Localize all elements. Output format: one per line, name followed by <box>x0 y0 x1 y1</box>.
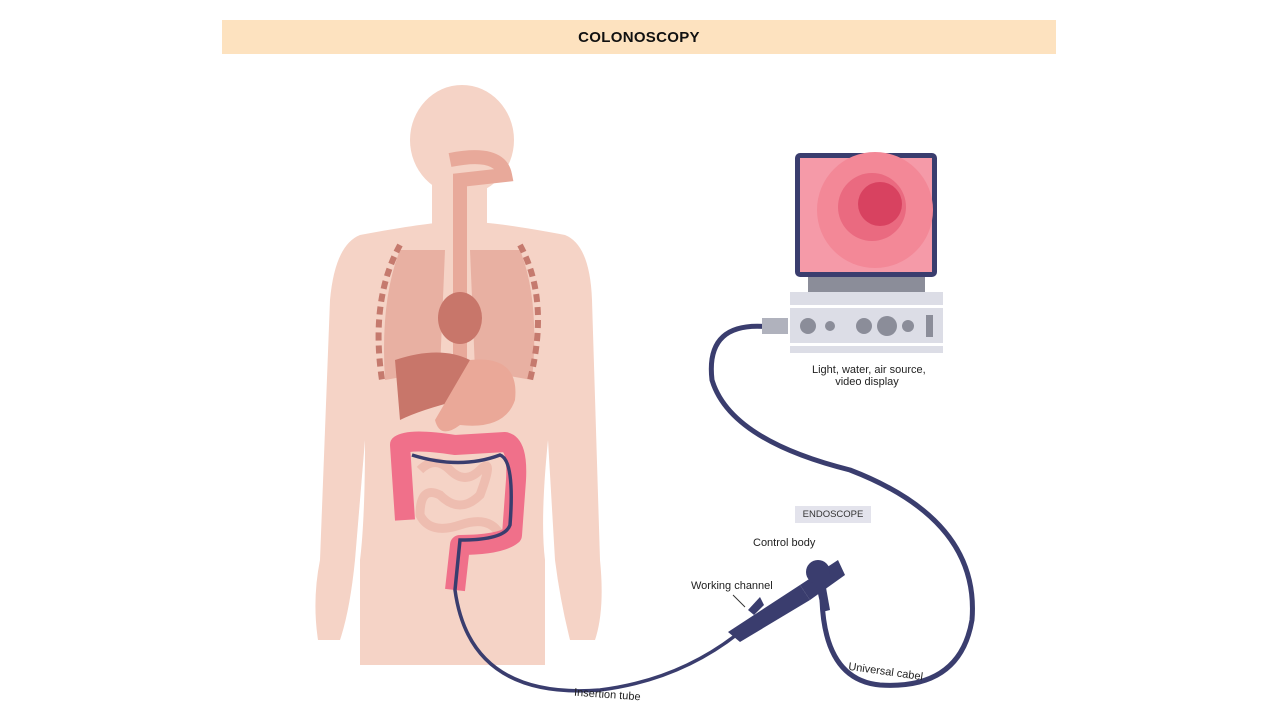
control-body-label: Control body <box>753 537 816 549</box>
endoscope-handle <box>728 560 845 642</box>
small-intestine <box>415 458 505 538</box>
insertion-tube <box>411 453 742 693</box>
source-label-line1: Light, water, air source, <box>812 364 926 376</box>
title-banner: COLONOSCOPY <box>222 20 1056 54</box>
working-channel-label: Working channel <box>691 580 773 592</box>
esophagus <box>448 150 514 360</box>
video-monitor <box>762 152 943 353</box>
lungs <box>375 243 541 381</box>
stomach <box>435 359 516 432</box>
universal-cable <box>708 323 975 688</box>
colon <box>390 431 527 592</box>
heart <box>438 292 482 344</box>
source-label: Light, water, air source, video display <box>812 364 926 388</box>
endoscope-badge: ENDOSCOPE <box>795 506 871 523</box>
liver <box>395 352 470 420</box>
source-label-line2: video display <box>835 376 899 388</box>
